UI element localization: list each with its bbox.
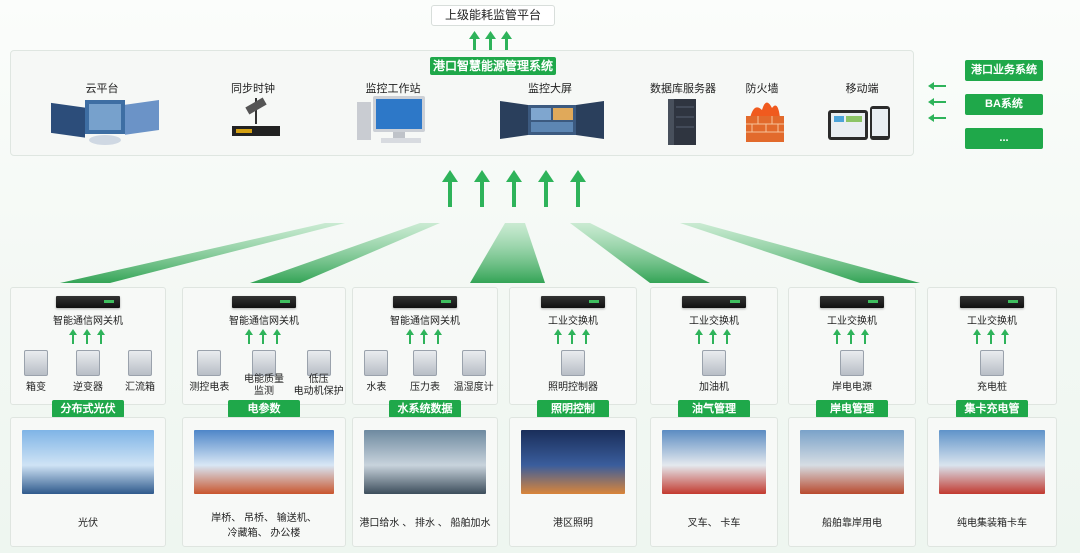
field-device-icon xyxy=(364,350,389,376)
field-device-icon xyxy=(413,350,437,376)
scene-photo xyxy=(22,430,154,494)
scene-caption: 岸桥、 吊桥、 输送机、 冷藏箱、 办公楼 xyxy=(211,513,317,539)
convergence-beams xyxy=(60,223,920,283)
big-up-arrows-icon xyxy=(442,170,586,207)
side-system-ba: BA系统 xyxy=(965,94,1043,115)
small-up-arrows-icon xyxy=(245,329,281,344)
scene-photo xyxy=(364,430,486,494)
gateway-device-icon xyxy=(960,296,1024,308)
scene-caption: 港口给水 、 排水 、 船舶加水 xyxy=(359,518,491,529)
device-label-cloud: 云平台 xyxy=(85,83,119,95)
small-up-arrows-icon xyxy=(554,329,590,344)
gateway-device-icon xyxy=(820,296,884,308)
cloud-platform-icon xyxy=(51,99,159,145)
category-badge: 水系统数据 xyxy=(389,400,461,418)
gateway-label: 工业交换机 xyxy=(967,316,1017,327)
field-device-label: 温湿度计 xyxy=(453,382,494,393)
firewall-icon xyxy=(746,102,784,142)
field-device-icon xyxy=(980,350,1004,376)
field-device-label: 测控电表 xyxy=(189,382,230,393)
gateway-label: 智能通信网关机 xyxy=(53,316,123,327)
scene-caption: 光伏 xyxy=(78,518,98,529)
scene-photo xyxy=(939,430,1045,494)
gateway-label: 工业交换机 xyxy=(548,316,598,327)
scene-caption: 船舶靠岸用电 xyxy=(822,518,882,529)
field-device-label: 箱变 xyxy=(26,382,46,393)
category-badge: 岸电管理 xyxy=(816,400,888,418)
small-up-arrows-icon xyxy=(973,329,1009,344)
device-label-database: 数据库服务器 xyxy=(650,83,716,95)
field-device-icon xyxy=(24,350,48,376)
gateway-label: 智能通信网关机 xyxy=(390,316,460,327)
device-label-workstation: 监控工作站 xyxy=(365,83,421,95)
field-device-icon xyxy=(840,350,864,376)
scene-photo xyxy=(800,430,904,494)
field-device-label: 汇流箱 xyxy=(125,382,155,393)
workstation-icon xyxy=(357,96,425,143)
field-device-icon xyxy=(561,350,585,376)
field-device-label: 加油机 xyxy=(699,382,729,393)
gateway-device-icon xyxy=(541,296,605,308)
gateway-device-icon xyxy=(682,296,746,308)
category-badge: 电参数 xyxy=(228,400,300,418)
small-up-arrows-icon xyxy=(833,329,869,344)
gateway-label: 工业交换机 xyxy=(827,316,877,327)
field-device-label: 水表 xyxy=(366,382,387,393)
scene-caption: 港区照明 xyxy=(553,518,593,529)
category-badge: 油气管理 xyxy=(678,400,750,418)
field-device-label: 岸电电源 xyxy=(832,382,872,393)
sync-clock-icon xyxy=(232,97,280,136)
gateway-label: 工业交换机 xyxy=(689,316,739,327)
system-title-badge: 港口智慧能源管理系统 xyxy=(430,57,556,75)
category-badge: 照明控制 xyxy=(537,400,609,418)
field-device-icon xyxy=(197,350,222,376)
field-device-label: 低压 电动机保护 xyxy=(293,374,344,397)
database-server-icon xyxy=(668,99,696,145)
device-label-mobile: 移动端 xyxy=(845,83,879,95)
scene-caption: 叉车、 卡车 xyxy=(687,518,741,529)
field-device-icon xyxy=(461,350,486,376)
mobile-icon xyxy=(828,106,890,140)
field-device-label: 压力表 xyxy=(409,382,440,393)
upper-platform-label: 上级能耗监管平台 xyxy=(444,8,541,22)
category-badge: 集卡充电管理 xyxy=(956,400,1028,433)
gateway-device-icon xyxy=(393,296,457,308)
field-device-label: 逆变器 xyxy=(73,382,103,393)
side-system-more: ... xyxy=(965,128,1043,149)
side-system-port-business: 港口业务系统 xyxy=(965,60,1043,81)
left-arrows-icon xyxy=(928,82,946,122)
field-device-icon xyxy=(252,350,276,376)
scene-photo xyxy=(194,430,334,494)
system-title: 港口智慧能源管理系统 xyxy=(432,59,553,73)
small-up-arrows-icon xyxy=(69,329,105,344)
up-arrows-icon xyxy=(469,31,512,50)
field-device-label: 电能质量 监测 xyxy=(243,374,284,397)
field-device-icon xyxy=(128,350,152,376)
category-badge: 分布式光伏 xyxy=(52,400,124,418)
scene-caption: 纯电集装箱卡车 xyxy=(957,518,1027,529)
scene-photo xyxy=(662,430,766,494)
field-device-label: 照明控制器 xyxy=(548,382,598,393)
field-device-icon xyxy=(702,350,726,376)
device-label-clock: 同步时钟 xyxy=(231,83,275,95)
gateway-label: 智能通信网关机 xyxy=(229,316,299,327)
field-device-icon xyxy=(76,350,100,376)
gateway-device-icon xyxy=(56,296,120,308)
gateway-device-icon xyxy=(232,296,296,308)
upper-platform-box: 上级能耗监管平台 xyxy=(431,5,555,26)
video-wall-icon xyxy=(500,101,604,139)
scene-photo xyxy=(521,430,625,494)
small-up-arrows-icon xyxy=(406,329,442,344)
field-device-icon xyxy=(306,350,331,376)
device-label-firewall: 防火墙 xyxy=(745,83,779,95)
small-up-arrows-icon xyxy=(695,329,731,344)
device-label-video-wall: 监控大屏 xyxy=(528,83,572,95)
field-device-label: 充电桩 xyxy=(977,382,1007,393)
